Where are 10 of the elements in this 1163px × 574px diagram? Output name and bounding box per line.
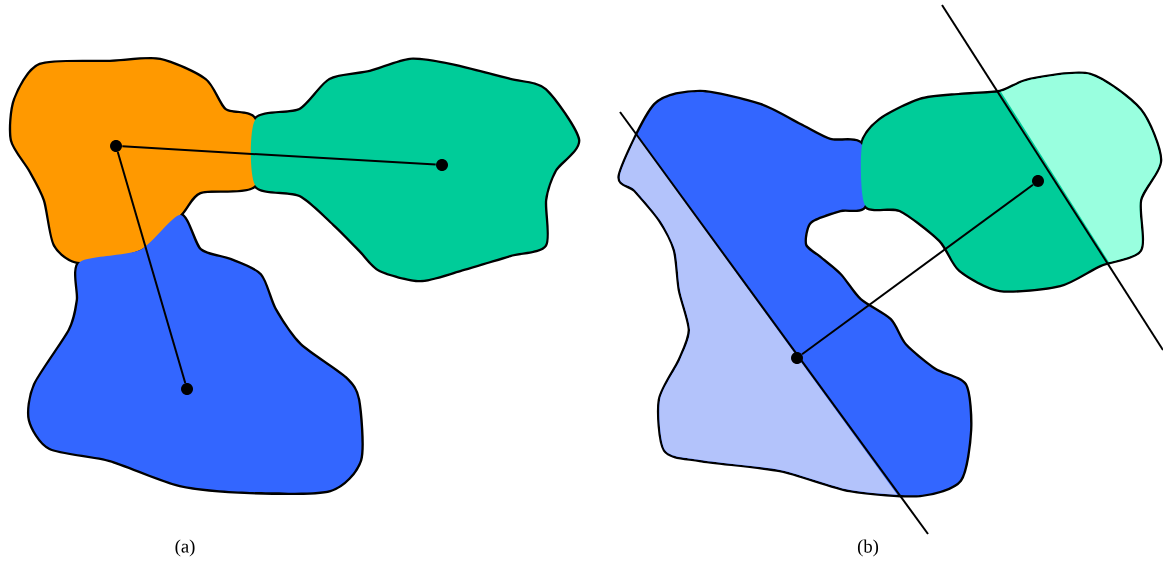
point [1032, 175, 1044, 187]
panel-label: (b) [857, 539, 879, 557]
panel-label: (a) [175, 539, 195, 557]
connecting-line [121, 145, 437, 166]
point [791, 352, 803, 364]
connecting-line [801, 183, 1034, 356]
point [181, 383, 193, 395]
point [436, 159, 448, 171]
point [110, 140, 122, 152]
connecting-line [116, 151, 187, 384]
